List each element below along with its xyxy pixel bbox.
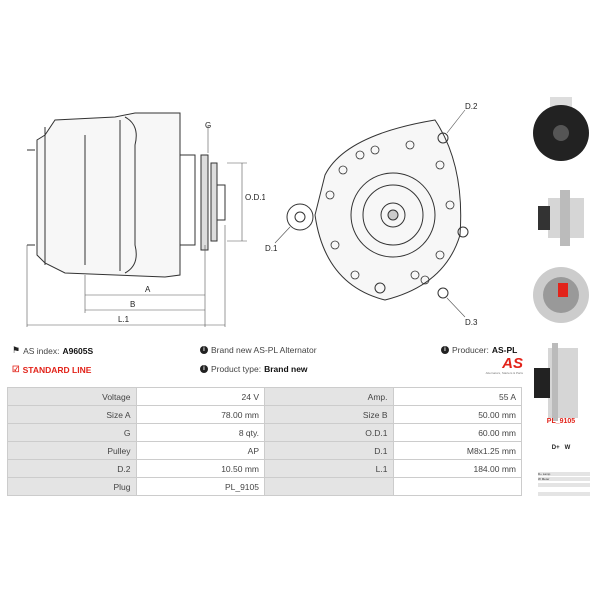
dim-d1-label: D.1: [265, 244, 278, 253]
description-text: Brand new AS-PL Alternator: [211, 345, 317, 355]
terminals-label: D+ W: [551, 445, 571, 451]
terminal-row-empty: [538, 492, 590, 496]
as-index: ⚑ AS index: A9605S: [12, 345, 93, 356]
logo-tagline: Alternators, Starters & Parts: [485, 371, 523, 375]
spec-value: 10.50 mm: [135, 459, 265, 478]
as-index-label: AS index:: [23, 345, 60, 356]
od1-label-bg: [244, 191, 265, 202]
spec-label: G: [7, 423, 137, 442]
info-icon: i: [441, 346, 449, 354]
front-view-diagram: D.2 D.3 D.1: [265, 102, 478, 327]
spec-label: D.1: [264, 441, 394, 460]
spec-label: Amp.: [264, 387, 394, 406]
spec-label: Size B: [264, 405, 394, 424]
spec-label: Plug: [7, 477, 137, 496]
terminal-row: D+ Lamp: [538, 472, 590, 476]
dim-a-label: A: [145, 285, 151, 294]
spec-label: [264, 477, 394, 496]
producer-value: AS-PL: [491, 345, 518, 355]
spec-value: 8 qty.: [135, 423, 265, 442]
product-type: i Product type: Brand new: [200, 364, 308, 374]
logo-text: AS: [502, 355, 523, 372]
terminal-row-empty: [538, 483, 590, 487]
producer-label: Producer:: [452, 345, 489, 355]
photo-back: [533, 267, 589, 323]
dim-d2-label: D.2: [465, 102, 478, 111]
standard-line-label: STANDARD LINE: [22, 364, 92, 375]
terminal-row: W Meter: [538, 477, 590, 481]
terminal-code: D+: [538, 472, 542, 476]
plug-label: PL_9105: [546, 418, 576, 425]
spec-value: 78.00 mm: [135, 405, 265, 424]
terminal-code: W: [538, 477, 541, 481]
terminal-desc: Meter: [541, 477, 550, 481]
product-type-label: Product type:: [211, 364, 262, 374]
as-logo: AS Alternators, Starters & Parts: [478, 356, 523, 375]
spec-value: 55 A: [392, 387, 522, 406]
photo-front: [533, 97, 589, 161]
spec-value: 60.00 mm: [392, 423, 522, 442]
spec-label: Pulley: [7, 441, 137, 460]
spec-value: 50.00 mm: [392, 405, 522, 424]
spec-value: PL_9105: [135, 477, 265, 496]
photo-plug-side: [534, 343, 578, 421]
spec-value: 24 V: [135, 387, 265, 406]
spec-value: M8x1.25 mm: [392, 441, 522, 460]
producer: i Producer: AS-PL: [441, 345, 517, 355]
tag-icon: ⚑: [12, 345, 21, 355]
spec-value: [392, 477, 522, 496]
terminal-desc: Lamp: [542, 472, 551, 476]
spec-label: O.D.1: [264, 423, 394, 442]
as-index-value: A9605S: [62, 345, 94, 356]
dim-od1-label: O.D.1: [245, 193, 265, 202]
spec-label: Size A: [7, 405, 137, 424]
dim-l1-label: L.1: [118, 315, 130, 324]
product-type-value: Brand new: [264, 364, 308, 374]
photo-side: [538, 190, 584, 246]
spec-value: AP: [135, 441, 265, 460]
description: i Brand new AS-PL Alternator: [200, 345, 317, 355]
dim-b-label: B: [130, 300, 135, 309]
spec-label: L.1: [264, 459, 394, 478]
checkbox-icon: ☑: [12, 364, 20, 374]
spec-value: 184.00 mm: [392, 459, 522, 478]
info-icon: i: [200, 346, 208, 354]
spec-label: Voltage: [7, 387, 137, 406]
info-icon: i: [200, 365, 208, 373]
spec-label: D.2: [7, 459, 137, 478]
dim-d3-label: D.3: [465, 318, 478, 327]
side-view-diagram: A B L.1 G O.D.1: [26, 112, 265, 327]
standard-line: ☑ STANDARD LINE: [12, 364, 91, 375]
dim-g-label: G: [205, 121, 211, 130]
